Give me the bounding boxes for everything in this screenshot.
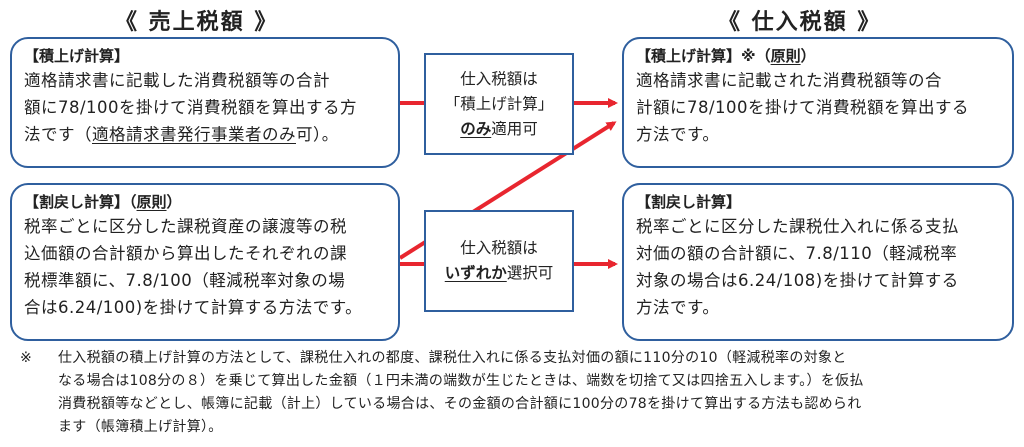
- purchase-allocation-line1: 税率ごとに区分した課税仕入れに係る支払: [636, 217, 959, 236]
- sales-allocation-line2: 込価額の合計額から算出したそれぞれの課: [24, 244, 347, 263]
- footnote-line3: 消費税額等などとし、帳簿に記載（計上）している場合は、その金額の合計額に100分…: [58, 396, 862, 412]
- purchase-stacking-title: 【積上げ計算】※（原則）: [636, 47, 816, 65]
- mid-bottom-line1: 仕入税額は: [460, 239, 538, 257]
- purchase-tax-heading: 《 仕入税額 》: [718, 10, 882, 35]
- sales-allocation-method-box: 【割戻し計算】（原則） 税率ごとに区分した課税資産の譲渡等の税 込価額の合計額か…: [10, 183, 400, 341]
- mid-top-line1: 仕入税額は: [460, 69, 538, 88]
- mid-top-line2: 「積上げ計算」: [444, 94, 554, 113]
- sales-allocation-line1: 税率ごとに区分した課税資産の譲渡等の税: [24, 217, 347, 236]
- sales-stacking-line1: 適格請求書に記載した消費税額等の合計: [24, 71, 330, 90]
- mid-bottom-line2: いずれか選択可: [444, 264, 554, 282]
- sales-stacking-title: 【積上げ計算】: [24, 47, 130, 65]
- sales-stacking-line2: 額に78/100を掛けて消費税額を算出する方: [24, 98, 358, 117]
- mid-top-line3: のみ適用可: [460, 119, 538, 138]
- purchase-either-selectable-note: 仕入税額は いずれか選択可: [424, 210, 574, 312]
- purchase-allocation-line2: 対価の額の合計額に、7.8/110（軽減税率: [636, 244, 958, 263]
- footnote-line1: ※仕入税額の積上げ計算の方法として、課税仕入れの都度、課税仕入れに係る支払対価の…: [20, 350, 847, 366]
- sales-stacking-line3: 法です（適格請求書発行事業者のみ可）。: [24, 125, 339, 144]
- footnote-line4: ます（帳簿積上げ計算）。: [58, 419, 223, 435]
- sales-allocation-title: 【割戻し計算】（原則）: [24, 193, 182, 211]
- sales-allocation-line4: 合は6.24/100)を掛けて計算する方法です。: [24, 298, 363, 317]
- purchase-stacking-only-note: 仕入税額は 「積上げ計算」 のみ適用可: [424, 53, 574, 155]
- footnote-line2: なる場合は108分の８）を乗じて算出した金額（１円未満の端数が生じたときは、端数…: [58, 373, 864, 389]
- purchase-stacking-method-box: 【積上げ計算】※（原則） 適格請求書に記載された消費税額等の合 計額に78/10…: [622, 37, 1014, 168]
- purchase-allocation-line3: 対象の場合は6.24/108)を掛けて計算する: [636, 271, 959, 290]
- sales-stacking-method-box: 【積上げ計算】 適格請求書に記載した消費税額等の合計 額に78/100を掛けて消…: [10, 37, 400, 168]
- purchase-allocation-line4: 方法です。: [636, 298, 720, 317]
- purchase-stacking-line2: 計額に78/100を掛けて消費税額を算出する: [636, 98, 970, 117]
- footnote: ※仕入税額の積上げ計算の方法として、課税仕入れの都度、課税仕入れに係る支払対価の…: [20, 347, 1010, 439]
- sales-allocation-line3: 税標準額に、7.8/100（軽減税率対象の場: [24, 271, 346, 290]
- purchase-stacking-line3: 方法です。: [636, 125, 720, 144]
- purchase-stacking-line1: 適格請求書に記載された消費税額等の合: [636, 71, 942, 90]
- sales-tax-heading: 《 売上税額 》: [115, 10, 279, 35]
- purchase-allocation-title: 【割戻し計算】: [636, 193, 742, 211]
- purchase-allocation-method-box: 【割戻し計算】 税率ごとに区分した課税仕入れに係る支払 対価の額の合計額に、7.…: [622, 183, 1014, 341]
